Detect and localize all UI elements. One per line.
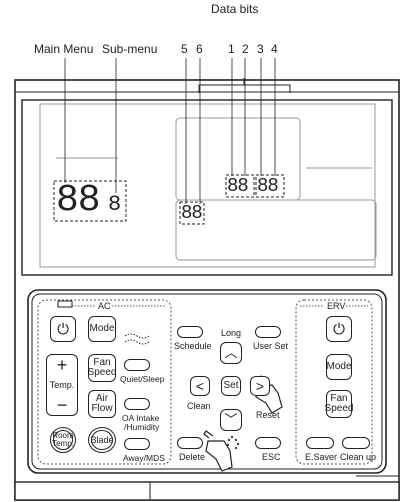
digit-label-3: 3 <box>257 42 264 56</box>
power-icon: ⏻ <box>333 322 345 337</box>
clean-up-label: Clean up <box>340 452 376 462</box>
data-bits-5-6: 88 <box>181 202 202 224</box>
user-set-button[interactable] <box>255 326 281 338</box>
data-bits-label: Data bits <box>211 2 258 16</box>
clean-label: Clean <box>187 401 211 411</box>
room-temp-button[interactable]: Room Temp. <box>50 427 76 453</box>
temp-button[interactable]: + Temp. − <box>46 354 78 416</box>
erv-power-button[interactable]: ⏻ <box>326 316 352 342</box>
delete-label: Delete <box>179 452 205 462</box>
oa-intake-button[interactable] <box>124 398 150 410</box>
schedule-button[interactable] <box>177 326 203 338</box>
away-mds-button[interactable] <box>124 438 150 450</box>
erv-fan-speed-label-2: Speed <box>325 404 354 414</box>
down-button[interactable]: ﹀ <box>220 409 242 431</box>
esc-label: ESC <box>262 452 281 462</box>
main-menu-label: Main Menu <box>34 42 93 56</box>
up-button[interactable]: ︿ <box>220 342 242 364</box>
chevron-right-icon: > <box>256 381 264 391</box>
digit-label-5: 5 <box>181 42 188 56</box>
e-saver-button[interactable] <box>306 437 334 449</box>
power-icon: ⏻ <box>57 322 69 337</box>
erv-mode-label: Mode <box>327 362 352 372</box>
plus-icon: + <box>57 357 68 373</box>
quiet-sleep-label: Quiet/Sleep <box>120 374 164 384</box>
erv-mode-button[interactable]: Mode <box>326 354 352 380</box>
fan-speed-label-2: Speed <box>88 368 117 378</box>
erv-fan-speed-button[interactable]: Fan Speed <box>326 390 352 418</box>
reset-label: Reset <box>256 410 280 420</box>
digit-label-2: 2 <box>242 42 249 56</box>
ac-mode-button[interactable]: Mode <box>88 316 116 342</box>
ac-power-button[interactable]: ⏻ <box>50 316 76 342</box>
blade-label: Blade <box>90 436 113 444</box>
right-button[interactable]: > <box>250 376 270 396</box>
e-saver-label: E.Saver <box>305 452 337 462</box>
sub-menu-digit: 8 <box>108 192 121 218</box>
minus-icon: − <box>57 397 68 413</box>
digit-label-4: 4 <box>271 42 278 56</box>
set-button[interactable]: Set <box>221 376 241 396</box>
clean-up-button[interactable] <box>342 437 370 449</box>
data-bits-3-4: 88 <box>257 175 278 197</box>
erv-section-label: ERV <box>327 301 345 311</box>
digit-label-6: 6 <box>196 42 203 56</box>
user-set-label: User Set <box>253 341 288 351</box>
data-bits-1-2: 88 <box>227 175 248 197</box>
ac-mode-label: Mode <box>89 324 114 334</box>
chevron-up-icon: ︿ <box>224 348 237 358</box>
long-label: Long <box>221 328 241 338</box>
esc-button[interactable] <box>255 437 281 449</box>
oa-intake-label-2: /Humidity <box>124 422 159 432</box>
blade-button[interactable]: Blade <box>88 427 116 453</box>
digit-label-1: 1 <box>228 42 235 56</box>
delete-button[interactable] <box>177 437 203 449</box>
room-temp-label-2: Temp. <box>52 440 74 448</box>
set-label: Set <box>223 381 238 391</box>
quiet-sleep-button[interactable] <box>124 359 150 371</box>
sub-menu-label: Sub-menu <box>102 42 157 56</box>
ac-section-label: AC <box>98 301 111 311</box>
chevron-down-icon: ﹀ <box>224 415 237 425</box>
chevron-left-icon: < <box>196 381 204 391</box>
main-menu-digits: 88 <box>56 180 100 222</box>
air-flow-button[interactable]: Air Flow <box>88 390 116 418</box>
schedule-label: Schedule <box>174 341 212 351</box>
air-flow-label-2: Flow <box>91 404 112 414</box>
ac-fan-speed-button[interactable]: Fan Speed <box>88 354 116 382</box>
away-mds-label: Away/MDS <box>123 453 165 463</box>
left-button[interactable]: < <box>190 376 210 396</box>
temp-label: Temp. <box>50 380 75 390</box>
